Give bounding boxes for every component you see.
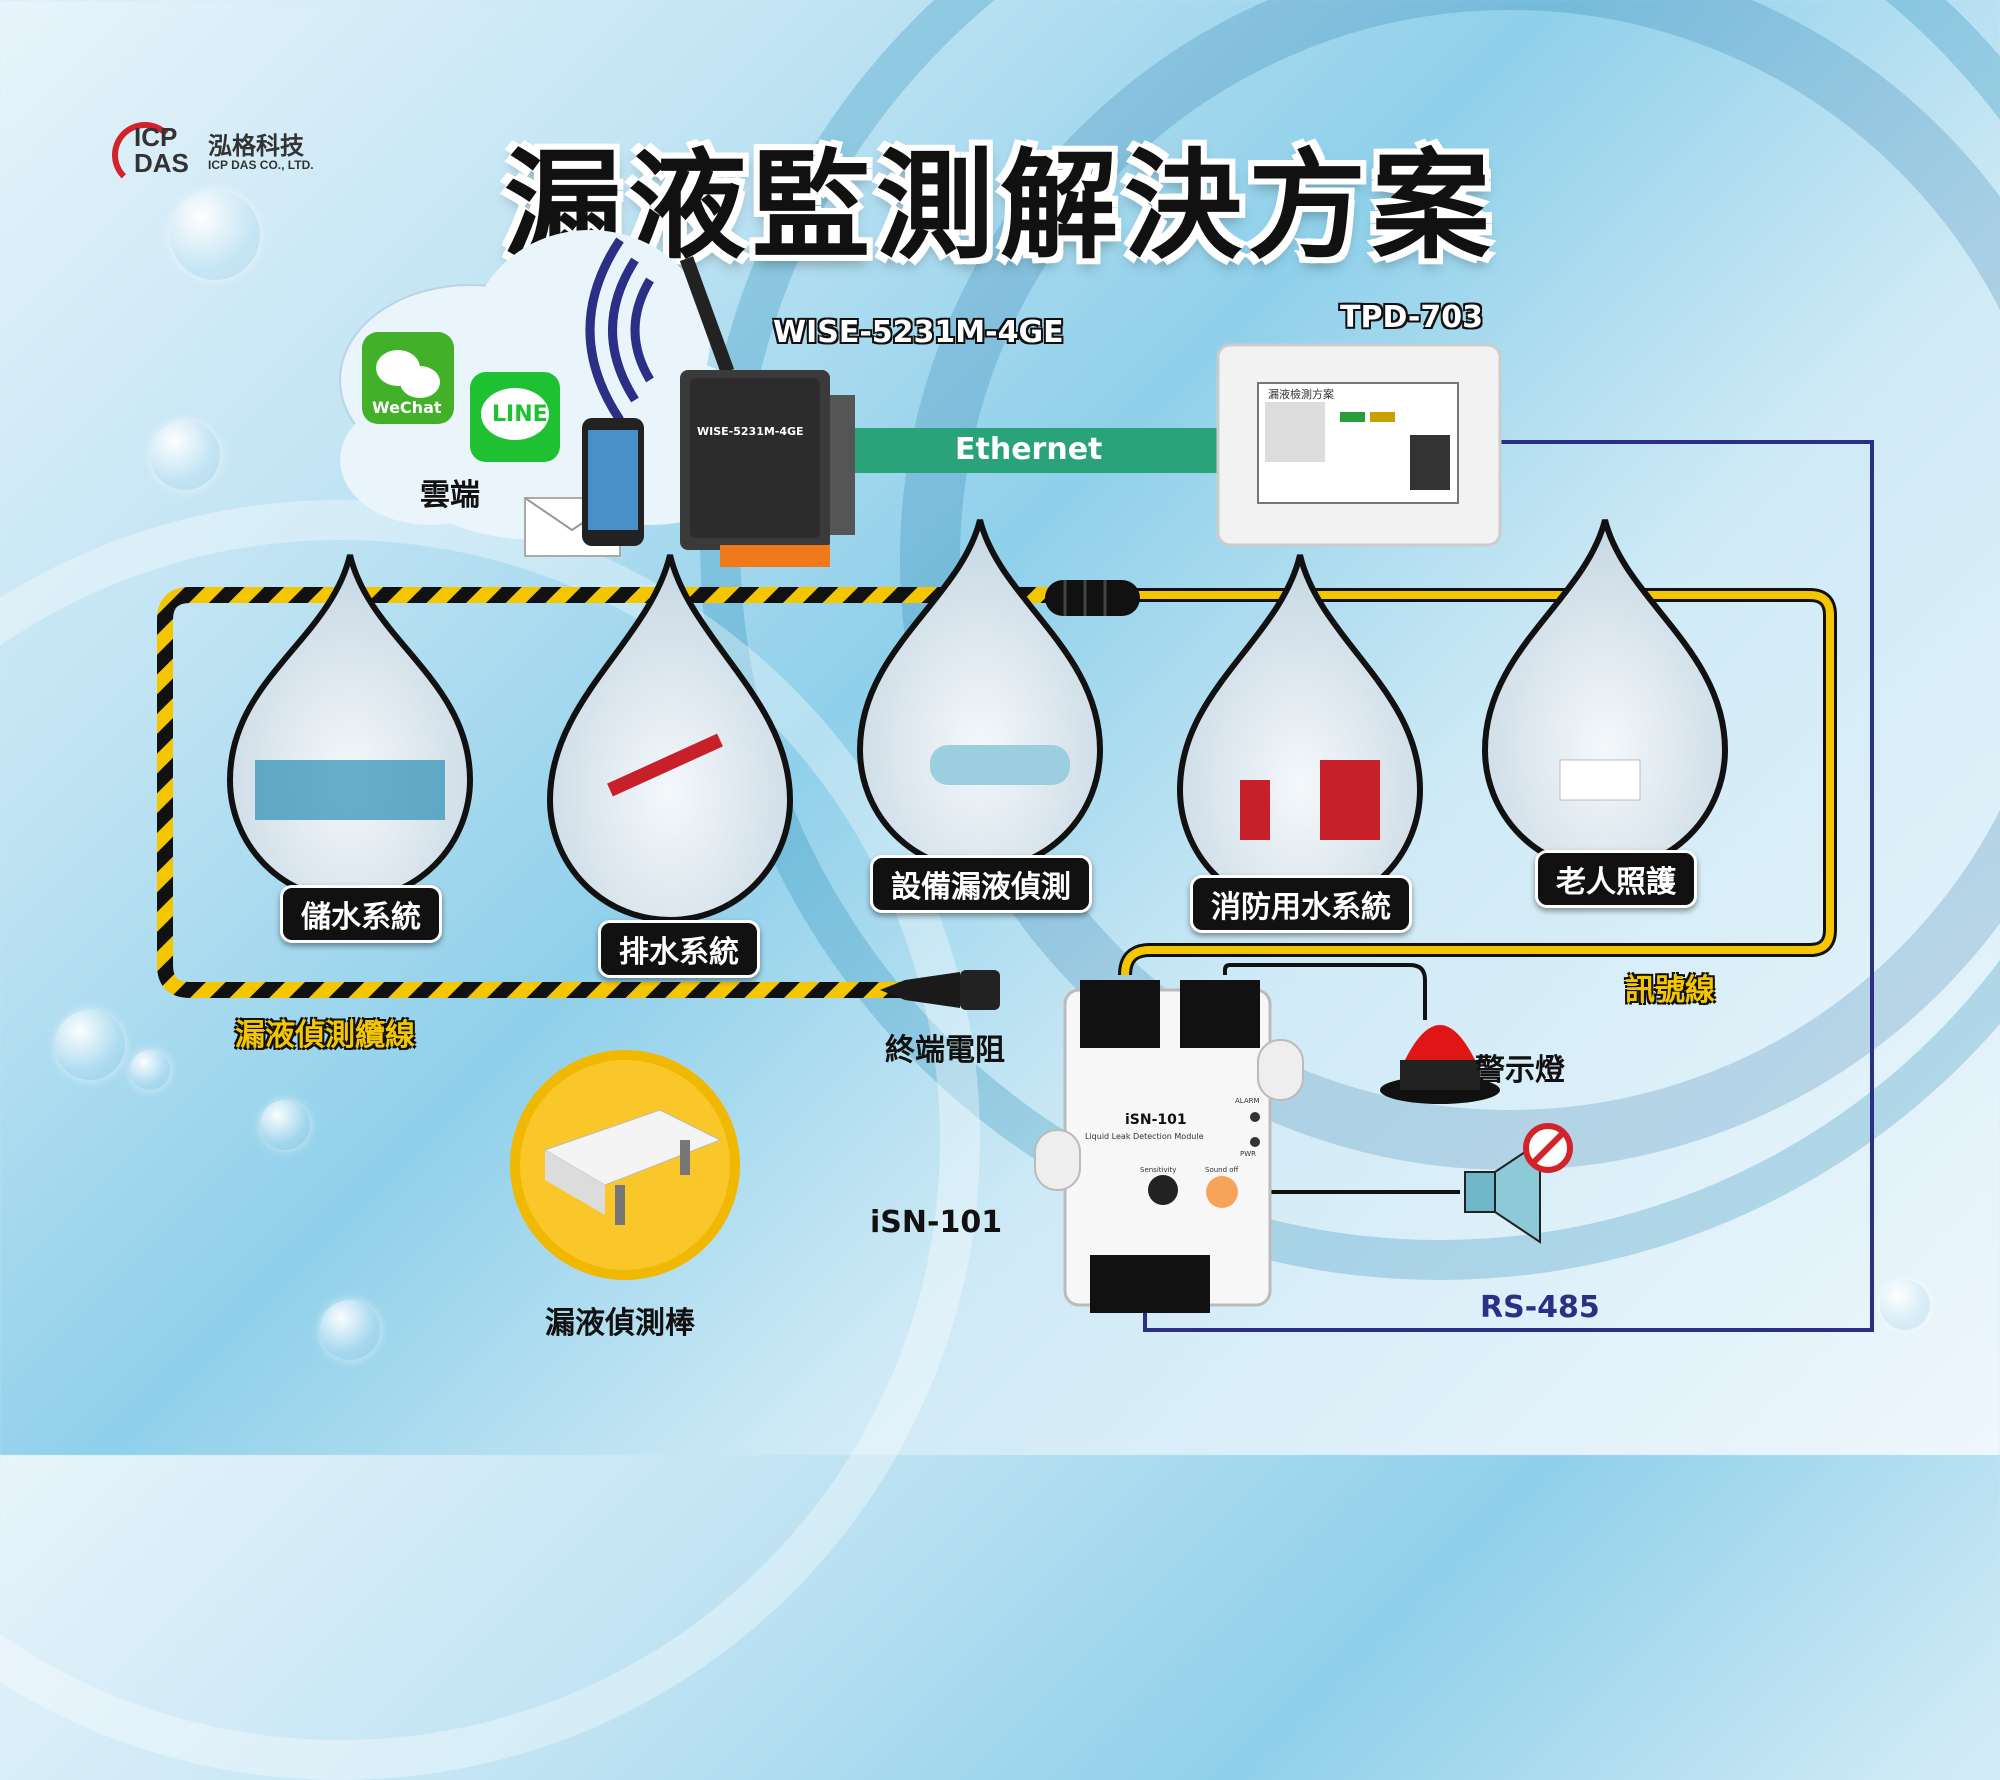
app-label-fire: 消防用水系統 [1190,875,1412,933]
bubble [1880,1280,1930,1330]
terminator-resistor [880,970,1000,1010]
beacon-label: 警示燈 [1475,1053,1565,1088]
app-label-equipment: 設備漏液偵測 [870,855,1092,913]
module-label: iSN-101 [870,1205,1003,1240]
smartphone-icon [582,418,644,546]
cloud-label: 雲端 [420,478,480,513]
hmi-label: TPD-703 [1340,300,1483,335]
gateway-device [679,256,855,567]
ethernet-bar [855,428,1225,473]
logo-arc-icon [112,122,178,188]
beacon-icon [1380,1025,1500,1104]
bubble [150,420,220,490]
ethernet-label: Ethernet [955,432,1103,467]
drop-drainage [546,554,794,923]
cable-coil [1045,580,1140,616]
drop-elderly-care [1481,519,1729,873]
wechat-icon [362,332,454,424]
bubble [130,1050,170,1090]
hmi-device [1216,343,1502,547]
leak-cable-label: 漏液偵測纜線 [235,1018,415,1053]
module-model-text: iSN-101 [1125,1112,1187,1128]
beacon-wire [1223,963,1427,1020]
module-alarm-text: ALARM [1235,1097,1260,1105]
wechat-label: WeChat [372,398,442,417]
signal-line-label: 訊號線 [1625,973,1715,1008]
bubble [55,1010,125,1080]
app-label-storage: 儲水系統 [280,885,442,943]
bubble [320,1300,380,1360]
page-title: 漏液監測解決方案 [503,137,1496,275]
probe-label: 漏液偵測棒 [545,1306,695,1341]
module-desc-text: Liquid Leak Detection Module [1085,1132,1204,1141]
gateway-label: WISE-5231M-4GE [773,315,1064,350]
module-pwr-text: PWR [1240,1150,1257,1158]
isn101-module [1034,980,1304,1313]
bubble [260,1100,310,1150]
speaker-mute-icon [1464,1123,1573,1244]
terminator-label: 終端電阻 [885,1033,1005,1068]
leak-detection-cable [157,587,1050,998]
wireless-signal-icon [585,237,654,423]
line-label: LINE [492,402,548,427]
app-label-elderly: 老人照護 [1535,850,1697,908]
drop-storage [226,554,474,903]
hmi-screen-title: 漏液檢測方案 [1268,388,1334,401]
gateway-device-text: WISE-5231M-4GE [697,425,804,438]
line-icon [470,372,560,462]
rs485-label: RS-485 [1480,1290,1600,1325]
app-label-drainage: 排水系統 [598,920,760,978]
leak-probe [510,1050,740,1280]
drop-fire [1176,554,1424,913]
drop-equipment [856,519,1104,873]
module-soundoff-text: Sound off [1205,1166,1239,1174]
bubble [170,190,260,280]
module-sensitivity-text: Sensitivity [1140,1166,1177,1174]
